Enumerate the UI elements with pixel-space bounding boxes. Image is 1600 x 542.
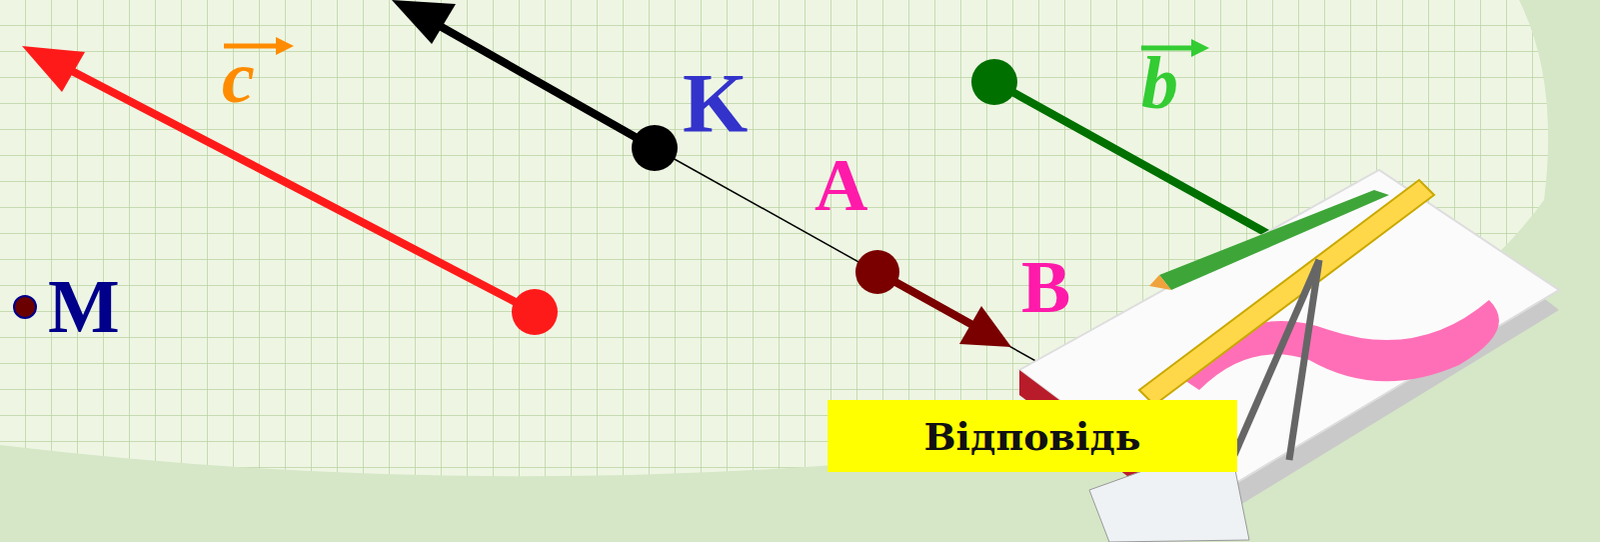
answer-button: Відповідь — [827, 399, 1238, 472]
point-name: B — [1021, 249, 1071, 324]
button-text: Відповідь — [924, 413, 1142, 459]
yellow-ruler — [1139, 179, 1435, 405]
pencil — [1159, 189, 1390, 290]
vector-name: c — [221, 39, 255, 114]
point-name: M — [47, 267, 120, 344]
vector-k — [391, 0, 678, 171]
vector-name: b — [1141, 45, 1179, 120]
point-name: K — [682, 61, 748, 146]
point-m — [13, 295, 36, 318]
vector-ab — [855, 249, 1012, 347]
book-illustration — [1019, 169, 1560, 542]
point-name: A — [814, 147, 868, 222]
